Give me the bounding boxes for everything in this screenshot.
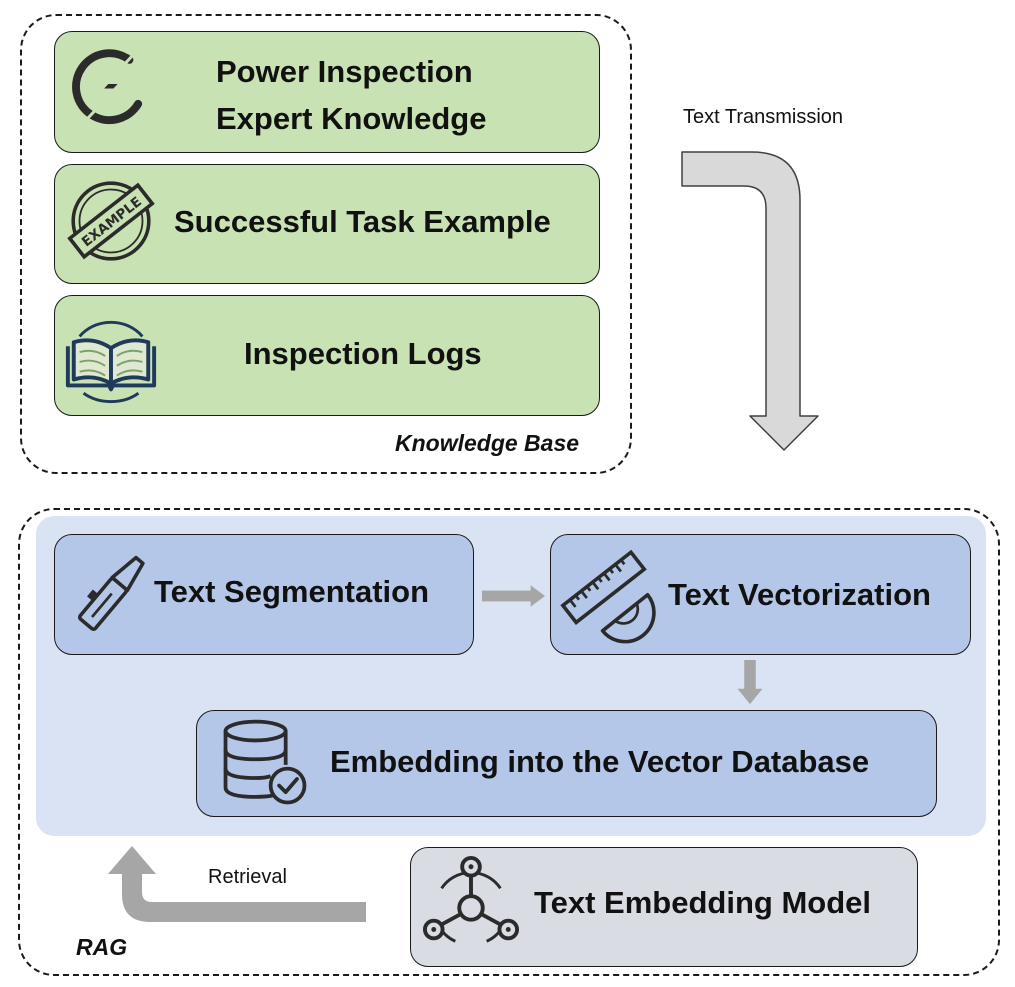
knowledge-base-group [20, 14, 632, 474]
retrieval-label: Retrieval [208, 866, 287, 888]
knowledge-base-caption: Knowledge Base [395, 430, 580, 456]
text-vectorization-label: Text Vectorization [668, 577, 931, 612]
cutter-knife-icon [77, 555, 145, 631]
open-book-icon [65, 320, 157, 404]
embedding-label: Embedding into the Vector Database [330, 744, 870, 779]
segmentation-to-vectorization-arrow [482, 585, 545, 607]
network-nodes-icon [422, 855, 520, 943]
database-check-icon [223, 719, 307, 805]
kb-item-inspection-logs-label: Inspection Logs [244, 336, 482, 371]
text-transmission-label: Text Transmission [683, 106, 844, 128]
text-segmentation-label: Text Segmentation [154, 574, 430, 609]
rag-caption: RAG [76, 934, 128, 960]
lightning-icon [72, 43, 145, 133]
kb-item-power-inspection-line1: Power Inspection [216, 54, 473, 89]
kb-item-inspection-logs [54, 295, 600, 416]
text-embedding-model-label: Text Embedding Model [534, 885, 871, 920]
kb-item-task-example-label: Successful Task Example [174, 204, 551, 239]
rag-group [18, 508, 1000, 976]
kb-item-task-example [54, 164, 600, 284]
kb-item-power-inspection-line2: Expert Knowledge [216, 101, 487, 136]
kb-item-power-inspection [54, 31, 600, 153]
ruler-protractor-icon [560, 549, 656, 644]
text-embedding-model-box [410, 847, 918, 967]
vectorization-to-embedding-arrow [737, 660, 763, 705]
embedding-box [196, 710, 937, 817]
example-stamp-icon: EXAMPLE [67, 181, 155, 261]
